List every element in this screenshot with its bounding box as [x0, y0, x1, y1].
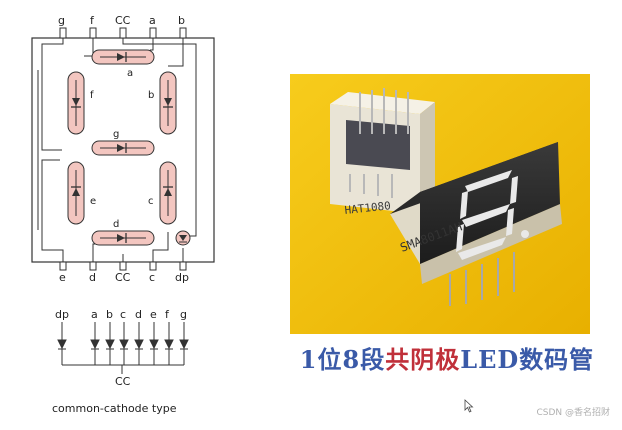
schematic-pin-b: b	[106, 308, 113, 321]
segment-c-label: c	[148, 196, 154, 207]
segment-c	[159, 161, 177, 225]
bottom-pin-cc: CC	[115, 271, 131, 284]
segment-g-label: g	[113, 129, 119, 140]
schematic-pin-labels: dp a b c d e f g	[55, 308, 187, 321]
schematic-pin-g: g	[180, 308, 187, 321]
segment-b-label: b	[148, 90, 154, 101]
schematic-pin-a: a	[91, 308, 98, 321]
schematic-pin-f: f	[165, 308, 170, 321]
rear-display-module: HAT1080	[330, 88, 435, 217]
schematic-pin-c: c	[120, 308, 126, 321]
segment-a-label: a	[127, 68, 133, 79]
front-display-module: SMA8011AH	[390, 142, 562, 306]
product-photo: HAT1080	[290, 74, 590, 334]
decimal-dot	[521, 230, 529, 238]
top-pin-cc: CC	[115, 14, 131, 27]
top-pin-f: f	[90, 14, 95, 27]
caption-part-4: 数码管	[519, 345, 595, 374]
segment-g	[91, 140, 155, 156]
diagram-panel: g f CC a b e d CC c dp	[0, 0, 230, 426]
photo-caption: 1位8段共阴极LED数码管	[282, 340, 612, 375]
bottom-pin-dp: dp	[175, 271, 189, 284]
decimal-point	[175, 230, 191, 246]
bottom-pin-e: e	[59, 271, 66, 284]
segment-f-label: f	[90, 90, 94, 101]
caption-part-1: 1位8段	[299, 345, 386, 374]
segment-e-label: e	[90, 196, 96, 207]
bottom-pin-stubs	[59, 261, 187, 271]
schematic-pin-d: d	[135, 308, 142, 321]
caption-part-3: LED	[460, 345, 520, 374]
caption-part-2: 共阴极	[385, 345, 461, 374]
segment-d-label: d	[113, 219, 119, 230]
top-pin-stubs	[59, 27, 187, 39]
mouse-cursor-icon	[464, 399, 474, 413]
rear-part-label: HAT1080	[344, 199, 391, 217]
led-display-photo: HAT1080	[290, 74, 590, 334]
schematic-pin-dp: dp	[55, 308, 69, 321]
segment-a	[91, 49, 155, 65]
digit-eight	[456, 170, 518, 260]
top-pin-g: g	[58, 14, 65, 27]
segment-d	[91, 230, 155, 246]
common-cathode-type-label: common-cathode type	[52, 402, 177, 415]
segment-f	[67, 71, 85, 135]
pinout-wiring	[37, 38, 197, 262]
segment-e	[67, 161, 85, 225]
seven-segment-diagram: g f CC a b e d CC c dp	[31, 14, 215, 388]
bottom-pin-d: d	[89, 271, 96, 284]
top-pin-a: a	[149, 14, 156, 27]
segment-b	[159, 71, 177, 135]
schematic-diodes	[57, 322, 189, 374]
bottom-pin-c: c	[149, 271, 155, 284]
top-pin-b: b	[178, 14, 185, 27]
schematic-common-label: CC	[115, 375, 131, 388]
watermark: CSDN @香名招财	[536, 408, 610, 418]
schematic-pin-e: e	[150, 308, 157, 321]
